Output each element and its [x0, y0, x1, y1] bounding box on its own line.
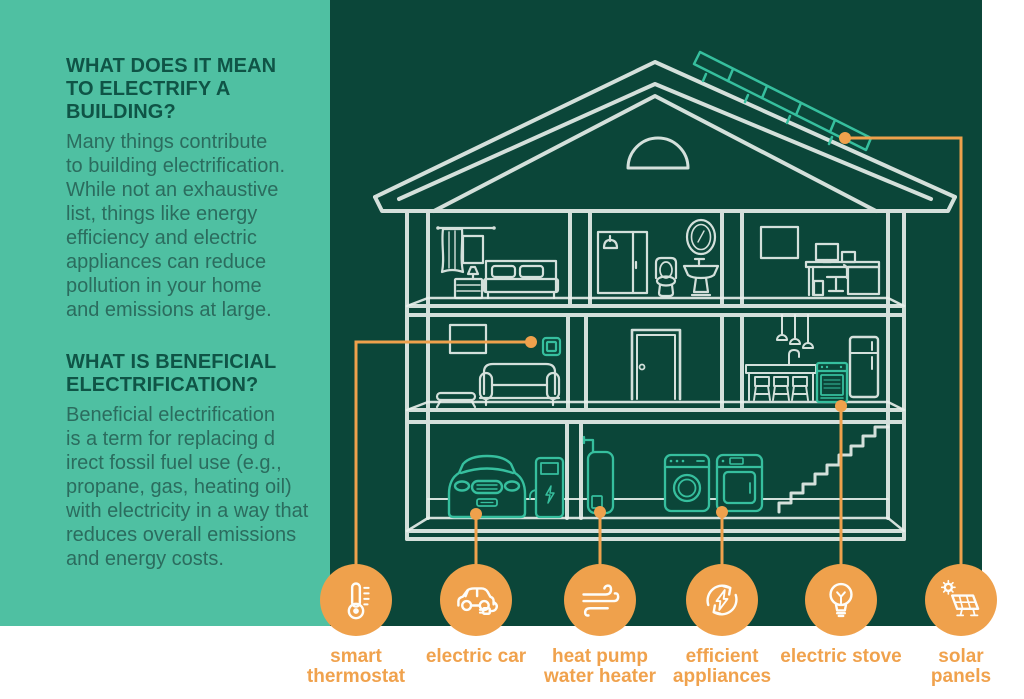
- electric-car-icon: [457, 587, 498, 615]
- energy-cycle-icon: [706, 584, 738, 616]
- efficient-appliances-badge: [686, 564, 758, 636]
- solar-panels-badge: [925, 564, 997, 636]
- section2-heading: WHAT IS BENEFICIAL ELECTRIFICATION?: [66, 351, 277, 396]
- illustration-panel: [330, 0, 982, 626]
- section2-body: Beneficial electrification is a term for…: [66, 404, 309, 570]
- legend-label: electric stove: [780, 646, 902, 667]
- wind-icon: [582, 584, 620, 617]
- sidebar-panel: WHAT DOES IT MEAN TO ELECTRIFY A BUILDIN…: [0, 0, 330, 626]
- heat-pump-badge: [564, 564, 636, 636]
- legend-label: smart thermostat: [306, 646, 406, 687]
- electric-car-badge: [440, 564, 512, 636]
- sidebar-text: WHAT DOES IT MEAN TO ELECTRIFY A BUILDIN…: [66, 55, 328, 571]
- legend-label: heat pump water heater: [544, 646, 656, 687]
- electric-stove-badge: [805, 564, 877, 636]
- section1-body: Many things contribute to building elect…: [66, 131, 286, 321]
- solar-panel-icon: [940, 579, 980, 617]
- thermometer-icon: [347, 582, 370, 620]
- section1-heading: WHAT DOES IT MEAN TO ELECTRIFY A BUILDIN…: [66, 55, 277, 123]
- legend-label: efficient appliances: [672, 646, 772, 687]
- legend-label: solar panels: [930, 646, 992, 687]
- smart-thermostat-badge: [320, 564, 392, 636]
- lightbulb-icon: [829, 582, 853, 618]
- legend-label: electric car: [425, 646, 527, 667]
